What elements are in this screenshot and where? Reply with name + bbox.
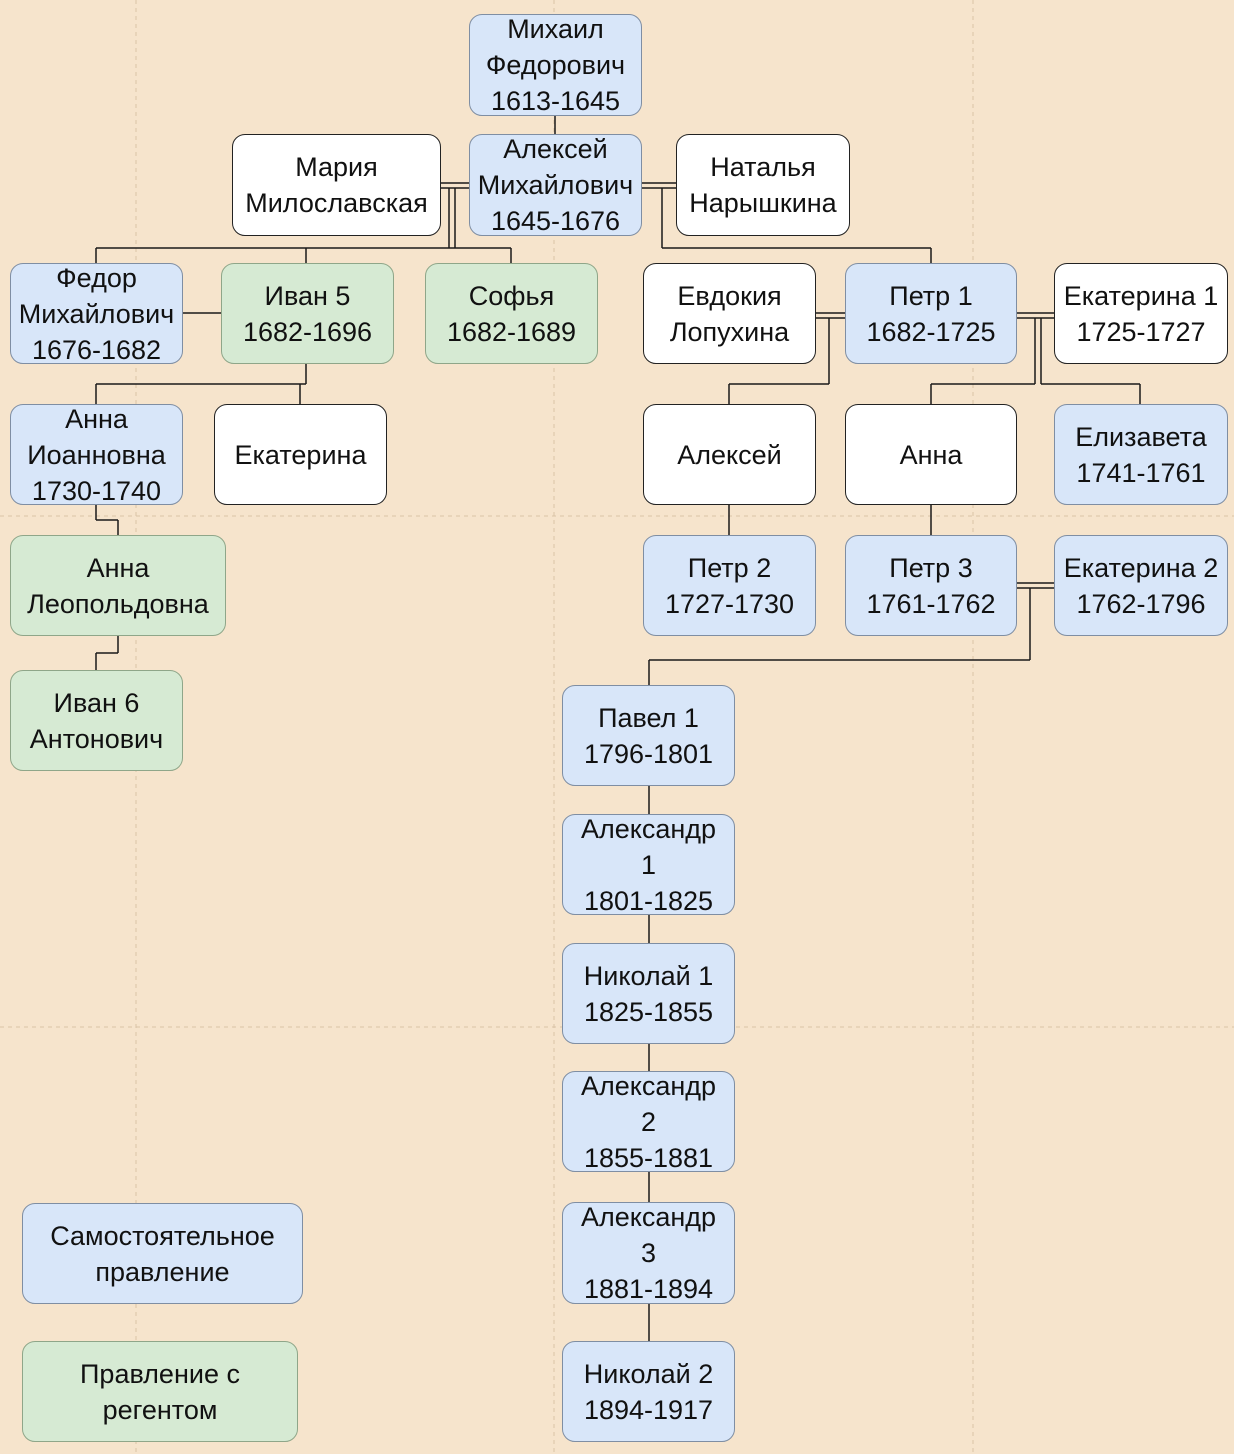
node-mikhail-fedorovich[interactable]: Михаил Федорович 1613-1645 — [469, 14, 642, 116]
legend-regent-rule: Правление с регентом — [22, 1341, 298, 1442]
node-elizaveta[interactable]: Елизавета 1741-1761 — [1054, 404, 1228, 505]
node-pavel-1[interactable]: Павел 1 1796-1801 — [562, 685, 735, 786]
node-fedor-mikhailovich[interactable]: Федор Михайлович 1676-1682 — [10, 263, 183, 365]
node-alexander-1[interactable]: Александр 1 1801-1825 — [562, 814, 735, 916]
node-maria-miloslavskaya[interactable]: Мария Милославская — [232, 134, 441, 236]
legend-self-rule: Самостоятельное правление — [22, 1203, 303, 1304]
node-evdokia-lopukhina[interactable]: Евдокия Лопухина — [643, 263, 816, 364]
node-anna[interactable]: Анна — [845, 404, 1017, 505]
node-ivan-5[interactable]: Иван 5 1682-1696 — [221, 263, 394, 364]
node-alexander-2[interactable]: Александр 2 1855-1881 — [562, 1071, 735, 1173]
node-ivan-6[interactable]: Иван 6 Антонович — [10, 670, 183, 771]
node-sofia[interactable]: Софья 1682-1689 — [425, 263, 598, 364]
node-anna-ioannovna[interactable]: Анна Иоанновна 1730-1740 — [10, 404, 183, 506]
node-peter-2[interactable]: Петр 2 1727-1730 — [643, 535, 816, 636]
node-alexander-3[interactable]: Александр 3 1881-1894 — [562, 1202, 735, 1304]
node-alexei-mikhailovich[interactable]: Алексей Михайлович 1645-1676 — [469, 134, 642, 236]
node-catherine-2[interactable]: Екатерина 2 1762-1796 — [1054, 535, 1228, 636]
node-peter-1[interactable]: Петр 1 1682-1725 — [845, 263, 1017, 364]
node-catherine-1[interactable]: Екатерина 1 1725-1727 — [1054, 263, 1228, 364]
node-nicholas-1[interactable]: Николай 1 1825-1855 — [562, 943, 735, 1044]
node-peter-3[interactable]: Петр 3 1761-1762 — [845, 535, 1017, 636]
node-alexei[interactable]: Алексей — [643, 404, 816, 505]
node-nicholas-2[interactable]: Николай 2 1894-1917 — [562, 1341, 735, 1442]
node-ekaterina[interactable]: Екатерина — [214, 404, 387, 505]
node-anna-leopoldovna[interactable]: Анна Леопольдовна — [10, 535, 226, 636]
node-natalia-naryshkina[interactable]: Наталья Нарышкина — [676, 134, 850, 236]
